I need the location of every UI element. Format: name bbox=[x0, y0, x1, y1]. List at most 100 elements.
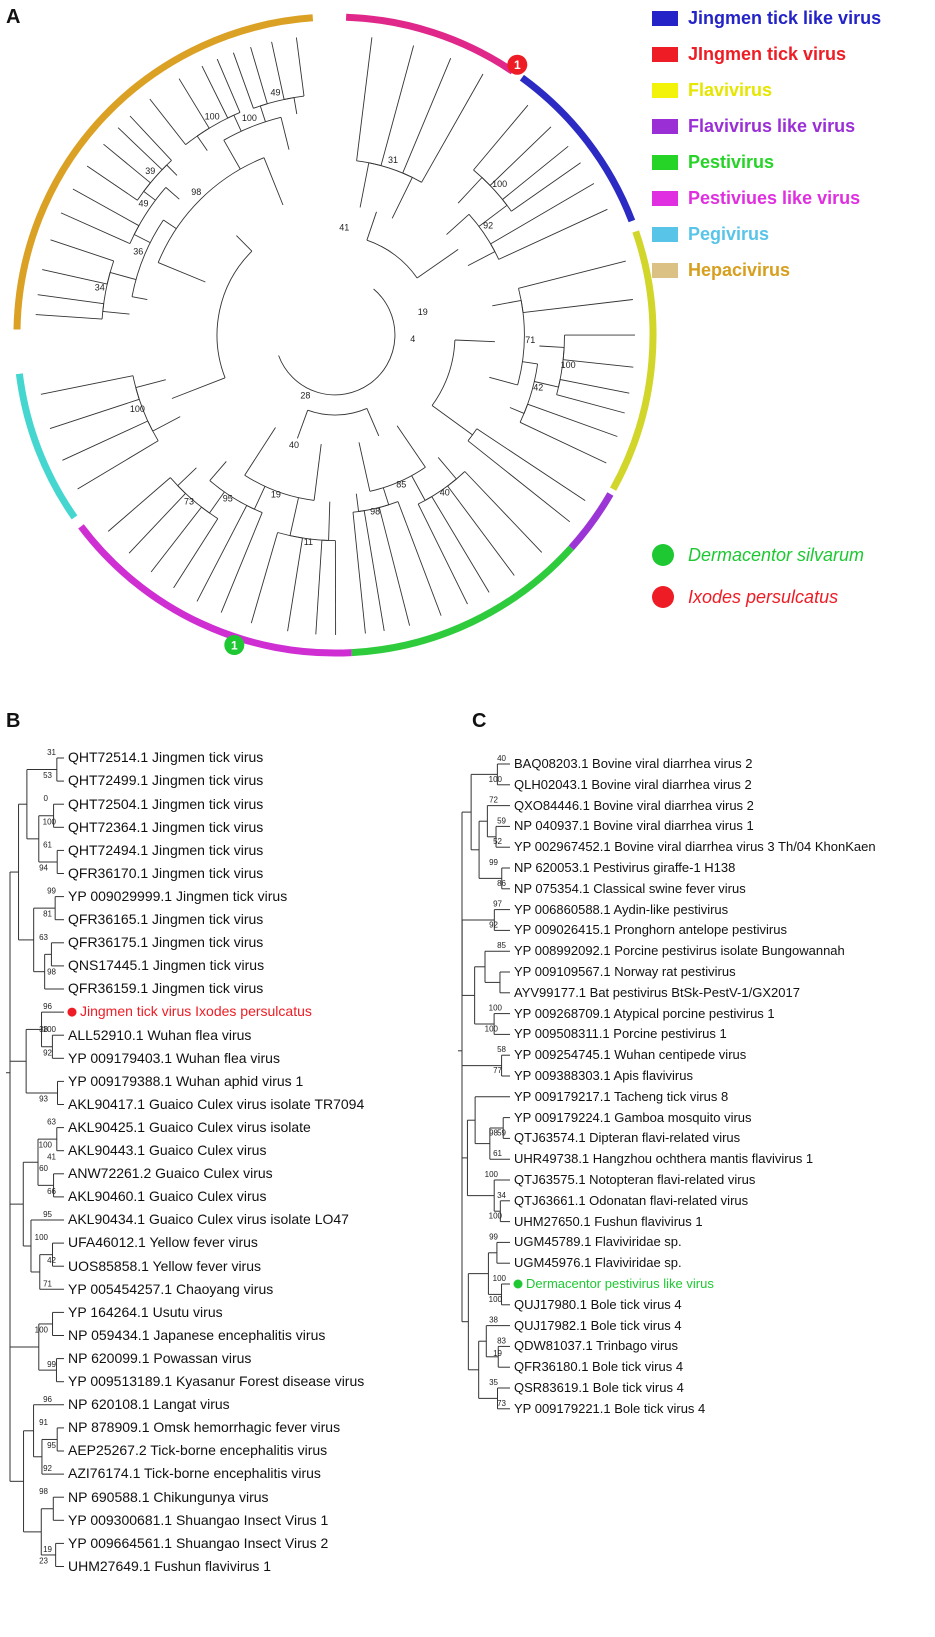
tree-a-branch bbox=[454, 339, 495, 343]
support-value: 60 bbox=[39, 1164, 48, 1173]
support-value: 71 bbox=[43, 1279, 52, 1288]
taxon-label: QTJ63575.1 Notopteran flavi-related viru… bbox=[514, 1171, 756, 1187]
taxon-label: YP 009179388.1 Wuhan aphid virus 1 bbox=[68, 1072, 304, 1089]
support-value: 85 bbox=[497, 941, 506, 950]
tree-a-branch bbox=[223, 116, 282, 141]
support-value: 99 bbox=[489, 858, 498, 867]
support-value: 73 bbox=[497, 1399, 506, 1408]
support-value: 35 bbox=[489, 1378, 498, 1387]
tree-a-support: 28 bbox=[300, 390, 310, 400]
tree-a-branch bbox=[522, 361, 538, 365]
tree-a-support: 95 bbox=[223, 494, 233, 504]
support-value: 95 bbox=[47, 1441, 56, 1450]
taxon-label: QTJ63661.1 Odonatan flavi-related virus bbox=[514, 1192, 749, 1208]
tree-a-support: 42 bbox=[533, 383, 543, 393]
legend-label: Flavivirus bbox=[688, 80, 773, 100]
support-value: 100 bbox=[43, 1025, 57, 1034]
taxon-label: AKL90434.1 Guaico Culex virus isolate LO… bbox=[68, 1211, 349, 1228]
taxon-label: NP 040937.1 Bovine viral diarrhea virus … bbox=[514, 818, 754, 834]
tree-a-branch bbox=[293, 97, 298, 115]
tree-a-branch bbox=[368, 162, 413, 178]
tree-a-support: 34 bbox=[95, 283, 105, 293]
legend-swatch bbox=[652, 83, 678, 98]
host-dot-icon bbox=[652, 544, 674, 566]
tree-a-branch bbox=[527, 403, 618, 437]
tree-a-branch bbox=[236, 235, 253, 252]
tree-a-branch bbox=[49, 398, 140, 430]
support-value: 63 bbox=[47, 1118, 56, 1127]
tree-a-branch bbox=[563, 359, 634, 368]
tree-a-branch bbox=[366, 408, 380, 437]
support-value: 19 bbox=[493, 1349, 502, 1358]
tree-a-branch bbox=[478, 204, 508, 227]
tree-a-branch bbox=[163, 219, 177, 229]
tree-a-support: 49 bbox=[270, 87, 280, 97]
tree-a-branch bbox=[72, 188, 140, 227]
tree-a-support: 100 bbox=[492, 179, 507, 189]
tree-a-branch bbox=[366, 211, 377, 241]
host-dot-icon bbox=[652, 586, 674, 608]
legend-item: Pestivirus bbox=[652, 152, 774, 173]
tree-a-branch bbox=[517, 300, 525, 386]
tree-a-branch bbox=[411, 475, 426, 501]
tree-a-support: 39 bbox=[145, 166, 155, 176]
support-value: 97 bbox=[493, 900, 502, 909]
tree-a-branch bbox=[165, 187, 180, 200]
host-label: Ixodes persulcatus bbox=[688, 586, 839, 607]
tree-a-branch bbox=[467, 251, 496, 266]
tree-a-branch bbox=[358, 442, 371, 492]
tree-branches bbox=[458, 763, 510, 1410]
tree-a-branch bbox=[177, 467, 197, 487]
taxon-label: YP 008992092.1 Porcine pestivirus isolat… bbox=[514, 943, 845, 959]
tree-a-branch bbox=[468, 213, 496, 252]
legend-label: Pestivirus bbox=[688, 152, 775, 172]
tree-a-branch bbox=[446, 213, 470, 235]
tree-a-branch bbox=[50, 239, 114, 262]
support-value: 38 bbox=[39, 1025, 48, 1034]
tree-a-branch bbox=[363, 510, 385, 631]
taxon-label: NP 059434.1 Japanese encephalitis virus bbox=[68, 1326, 326, 1343]
support-value: 42 bbox=[47, 1256, 56, 1265]
tree-a-branch bbox=[149, 98, 186, 145]
tree-a-branch bbox=[216, 58, 241, 113]
legend-swatch bbox=[652, 47, 678, 62]
tree-a-branch bbox=[523, 363, 539, 414]
support-value: 83 bbox=[497, 1336, 506, 1345]
tree-a-branch bbox=[280, 117, 290, 150]
taxon-label: QSR83619.1 Bole tick virus 4 bbox=[514, 1379, 684, 1395]
support-value: 38 bbox=[489, 1316, 498, 1325]
tree-a-branch bbox=[519, 421, 607, 464]
clade-arc-jingmen_like bbox=[519, 74, 636, 223]
support-value: 72 bbox=[489, 796, 498, 805]
taxon-label: AKL90443.1 Guaico Culex virus bbox=[68, 1142, 267, 1159]
tree-a-support: 49 bbox=[138, 199, 148, 209]
tree-a-branch bbox=[171, 377, 226, 399]
tree-a-branch bbox=[502, 145, 569, 200]
highlighted-taxon: Jingmen tick virus Ixodes persulcatus bbox=[80, 1003, 312, 1020]
support-value: 61 bbox=[43, 840, 52, 849]
taxon-label: QDW81037.1 Trinbago virus bbox=[514, 1338, 679, 1354]
support-value: 94 bbox=[39, 864, 48, 873]
support-value: 98 bbox=[47, 967, 56, 976]
taxon-label: QUJ17982.1 Bole tick virus 4 bbox=[514, 1317, 682, 1333]
clade-arc-pegi bbox=[15, 373, 78, 520]
host-legend-item: Ixodes persulcatus bbox=[652, 586, 838, 608]
legend-item: JIngmen tick virus bbox=[652, 44, 846, 65]
tree-a-branch bbox=[328, 501, 331, 541]
tree-a-support: 98 bbox=[370, 507, 380, 517]
tree-a-branch bbox=[196, 505, 248, 602]
tree-a-branch bbox=[232, 52, 254, 109]
tree-a-branch bbox=[131, 296, 148, 301]
tree-a-branch bbox=[157, 157, 265, 263]
clade-arc-hepaci bbox=[13, 14, 314, 330]
tree-a-support: 92 bbox=[483, 221, 493, 231]
support-value: 91 bbox=[39, 1418, 48, 1427]
legend-item: Hepacivirus bbox=[652, 260, 790, 281]
tree-a-branch bbox=[37, 294, 104, 305]
tree-a-branch bbox=[40, 375, 134, 395]
taxon-label: AZI76174.1 Tick-borne encephalitis virus bbox=[68, 1465, 321, 1482]
tree-a-branch bbox=[369, 466, 426, 492]
tree-a-branch bbox=[173, 518, 219, 589]
tree-a-branch bbox=[416, 249, 459, 279]
